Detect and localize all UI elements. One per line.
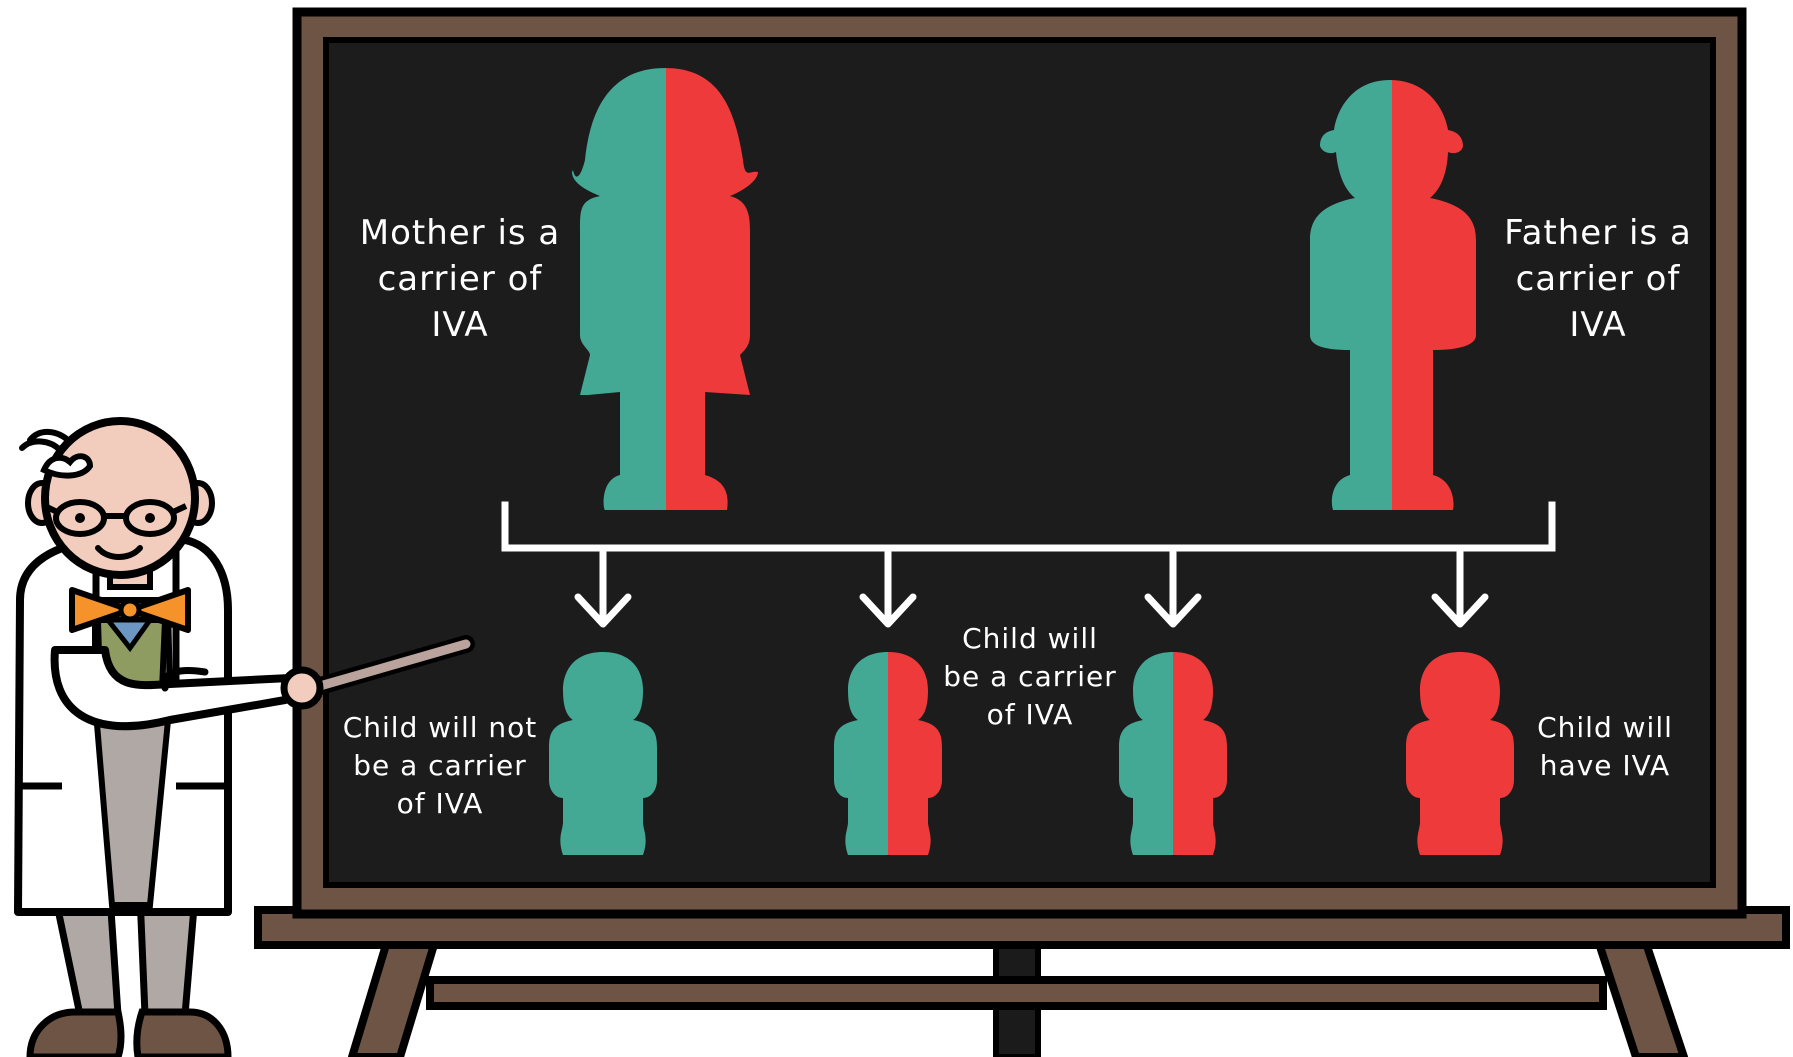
easel — [254, 906, 1790, 1057]
easel-crossbar — [426, 976, 1607, 1010]
child-affected-figure-icon — [1406, 652, 1514, 855]
arrows — [574, 548, 1489, 628]
child-has-iva-label: Child will have IVA — [1537, 711, 1673, 782]
down-arrow-icon — [859, 548, 917, 628]
professor-presenter-illustration — [14, 417, 475, 1057]
down-arrow-icon — [1431, 548, 1489, 628]
child-not-carrier-label: Child will not be a carrier of IVA — [342, 711, 538, 820]
down-arrow-icon — [574, 548, 632, 628]
inheritance-connector — [501, 501, 1556, 552]
child-carrier-label: Child will be a carrier of IVA — [943, 622, 1117, 731]
child-unaffected-figure-icon — [549, 652, 657, 855]
mother-label: Mother is a carrier of IVA — [359, 213, 561, 345]
down-arrow-icon — [1144, 548, 1202, 628]
children — [549, 652, 1514, 855]
father-label: Father is a carrier of IVA — [1504, 213, 1692, 345]
